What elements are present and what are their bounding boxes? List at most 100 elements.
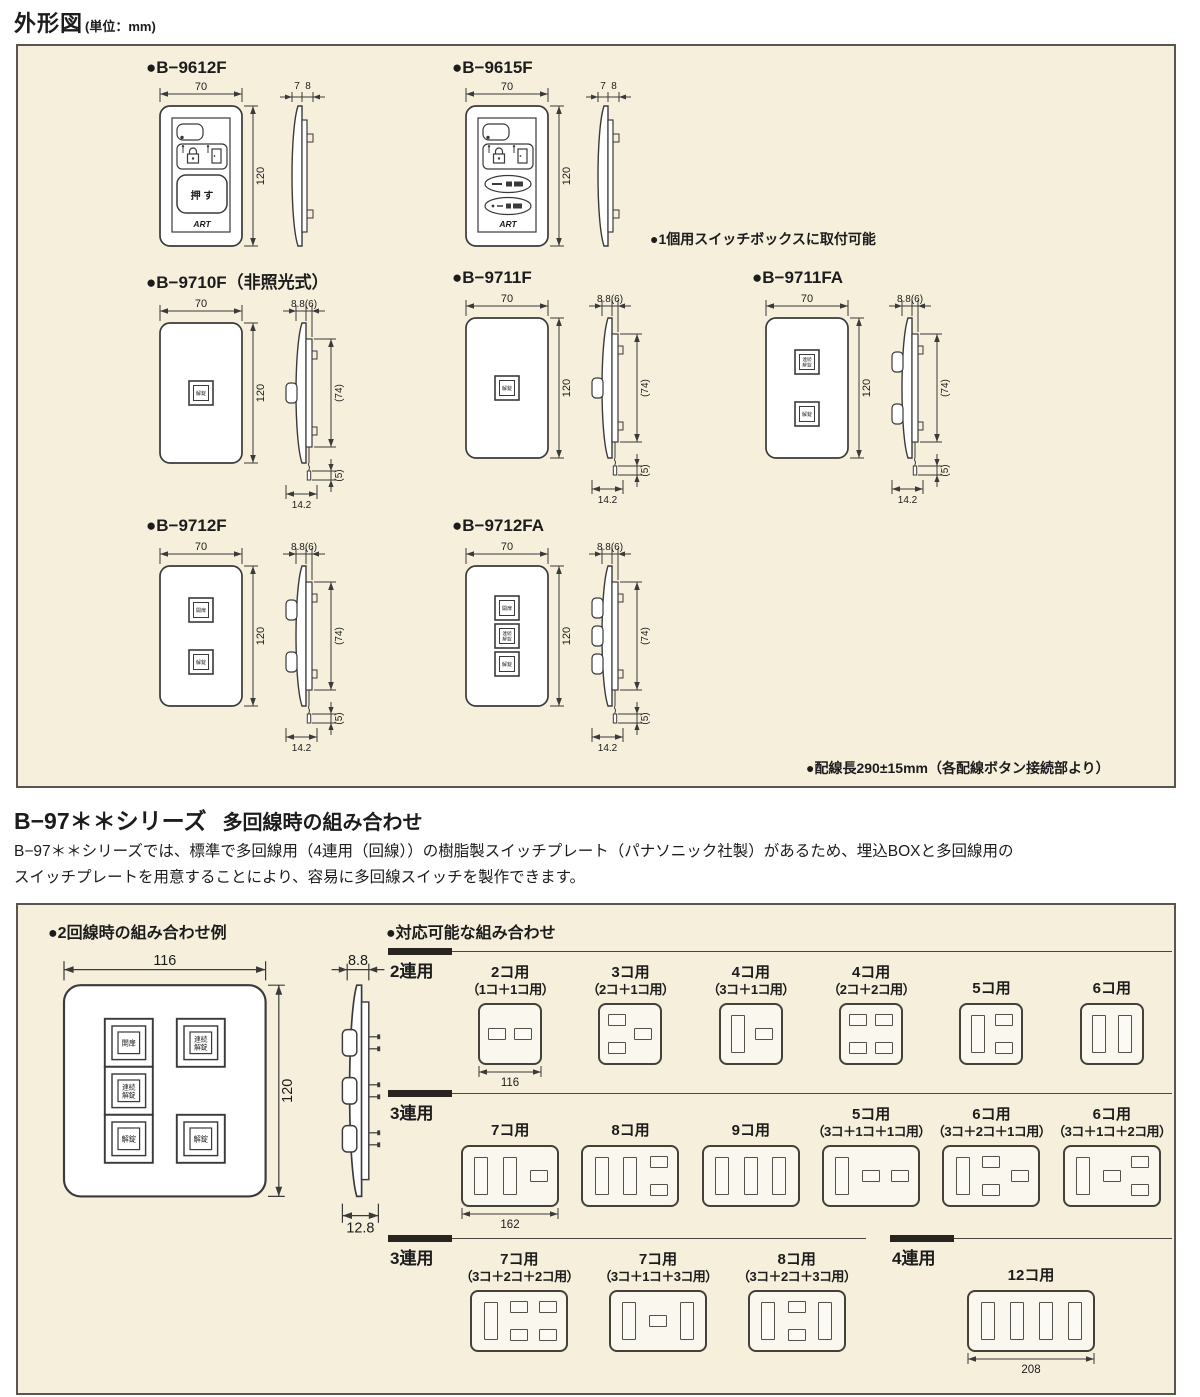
svg-text:120: 120 [561,167,573,185]
svg-text:70: 70 [501,541,513,553]
plate-opening [1067,1302,1082,1340]
plate-opening [787,1301,806,1313]
svg-text:12.8: 12.8 [346,1220,374,1236]
combo-item-5コ用: 5コ用 [931,958,1051,1093]
svg-text:連続: 連続 [502,630,512,637]
plate-opening [649,1315,667,1327]
svg-text:7: 7 [600,81,606,92]
width-dimension: 116 [478,1066,542,1089]
series-name: B−97＊＊シリーズ [14,808,207,834]
svg-text:8.8: 8.8 [348,953,368,969]
svg-text:70: 70 [195,298,207,310]
combo-item-title: 12コ用 [1007,1267,1055,1284]
gang-label: 2連用 [390,962,434,981]
plate-opening [1011,1170,1030,1182]
svg-text:開扉: 開扉 [502,605,512,612]
combo-item-9コ用: 9コ用 [691,1100,811,1238]
svg-text:208: 208 [1021,1364,1040,1376]
svg-text:(5): (5) [640,464,651,476]
switch-plate [822,1145,921,1207]
combo-item-subtitle: （3コ＋2コ＋2コ用） [459,1269,580,1285]
plate-opening [650,1156,669,1168]
plate-opening [488,1028,507,1040]
switch-plate [718,1003,783,1065]
svg-text:(74): (74) [334,384,345,402]
product-label-b9612f: ●B−9612F [146,58,227,77]
width-dimension: 162 [461,1208,559,1231]
combo-item-2コ用（1コ＋1コ用）: 2コ用（1コ＋1コ用）116 [450,958,570,1093]
svg-text:70: 70 [501,293,513,305]
combo-item-subtitle: （1コ＋1コ用） [466,982,554,998]
svg-text:押 す: 押 す [191,189,214,202]
note-wiring-length: ●配線長290±15mm（各配線ボタン接続部より） [806,760,1110,776]
svg-text:120: 120 [280,1079,296,1103]
plate-opening [594,1157,609,1195]
plate-opening [862,1170,881,1182]
plate-opening [510,1329,529,1341]
switch-plate [1079,1003,1144,1065]
svg-text:120: 120 [255,627,267,645]
svg-text:120: 120 [561,379,573,397]
plate-opening [483,1302,498,1340]
switch-plate [461,1145,560,1207]
plate-opening [890,1170,909,1182]
svg-text:解錠: 解錠 [194,1043,208,1052]
switch-plate [839,1003,904,1065]
width-dimension: 208 [967,1353,1095,1376]
combo-item-title: 5コ用 [972,980,1011,997]
outline-drawings-panel: ●1個用スイッチボックスに取付可能 ●配線長290±15mm（各配線ボタン接続部… [16,44,1176,788]
plate-opening [529,1170,548,1182]
plate-opening [1102,1170,1121,1182]
svg-text:8.8(6): 8.8(6) [897,294,923,305]
combo-item-subtitle: （3コ＋1コ＋1コ用） [811,1124,932,1140]
plate-opening [875,1042,894,1054]
page-title: 外形図(単位：mm) [14,6,156,38]
combo-item-12コ用: 12コ用 208 [967,1245,1095,1378]
combo-item-7コ用（3コ＋2コ＋2コ用）: 7コ用（3コ＋2コ＋2コ用） [450,1245,589,1352]
lock-icon [494,147,504,154]
combo-item-title: 6コ用 [972,1106,1011,1124]
plate-opening [1091,1015,1106,1053]
series-description: B−97＊＊シリーズでは、標準で多回線用（4連用（回線））の樹脂製スイッチプレー… [14,839,1013,892]
combo-item-8コ用: 8コ用 [570,1100,690,1238]
svg-text:解錠: 解錠 [194,1134,208,1143]
combo-item-subtitle: （3コ＋2コ＋3コ用） [737,1269,857,1285]
page-title-text: 外形図 [14,11,84,36]
plate-opening [772,1157,787,1195]
combo-item-7コ用（3コ＋1コ＋3コ用）: 7コ用（3コ＋1コ＋3コ用） [589,1245,728,1352]
svg-text:解錠: 解錠 [122,1134,136,1143]
combo-item-subtitle: （2コ＋1コ用） [586,982,675,998]
plate-opening [650,1184,669,1196]
combo-item-title: 7コ用 [490,1122,530,1139]
gang-header-bar [388,948,452,955]
svg-text:14.2: 14.2 [292,743,312,754]
switch-plate [609,1290,707,1352]
combo-item-3コ用（2コ＋1コ用）: 3コ用（2コ＋1コ用） [570,958,690,1093]
svg-text:7: 7 [294,81,300,92]
plate-opening [761,1302,775,1340]
plate-opening [1131,1156,1150,1168]
svg-text:解錠: 解錠 [196,659,206,666]
combo-item-title: 3コ用 [611,964,650,982]
svg-text:(74): (74) [334,627,345,645]
door-icon [211,148,222,164]
svg-text:120: 120 [561,627,573,645]
plate-opening [510,1301,529,1313]
combo-item-title: 9コ用 [731,1122,770,1139]
art-logo: ART [498,219,517,229]
plate-opening [608,1014,627,1026]
plate-opening [995,1042,1014,1054]
switch-plate [959,1003,1024,1065]
plate-opening [730,1015,745,1053]
